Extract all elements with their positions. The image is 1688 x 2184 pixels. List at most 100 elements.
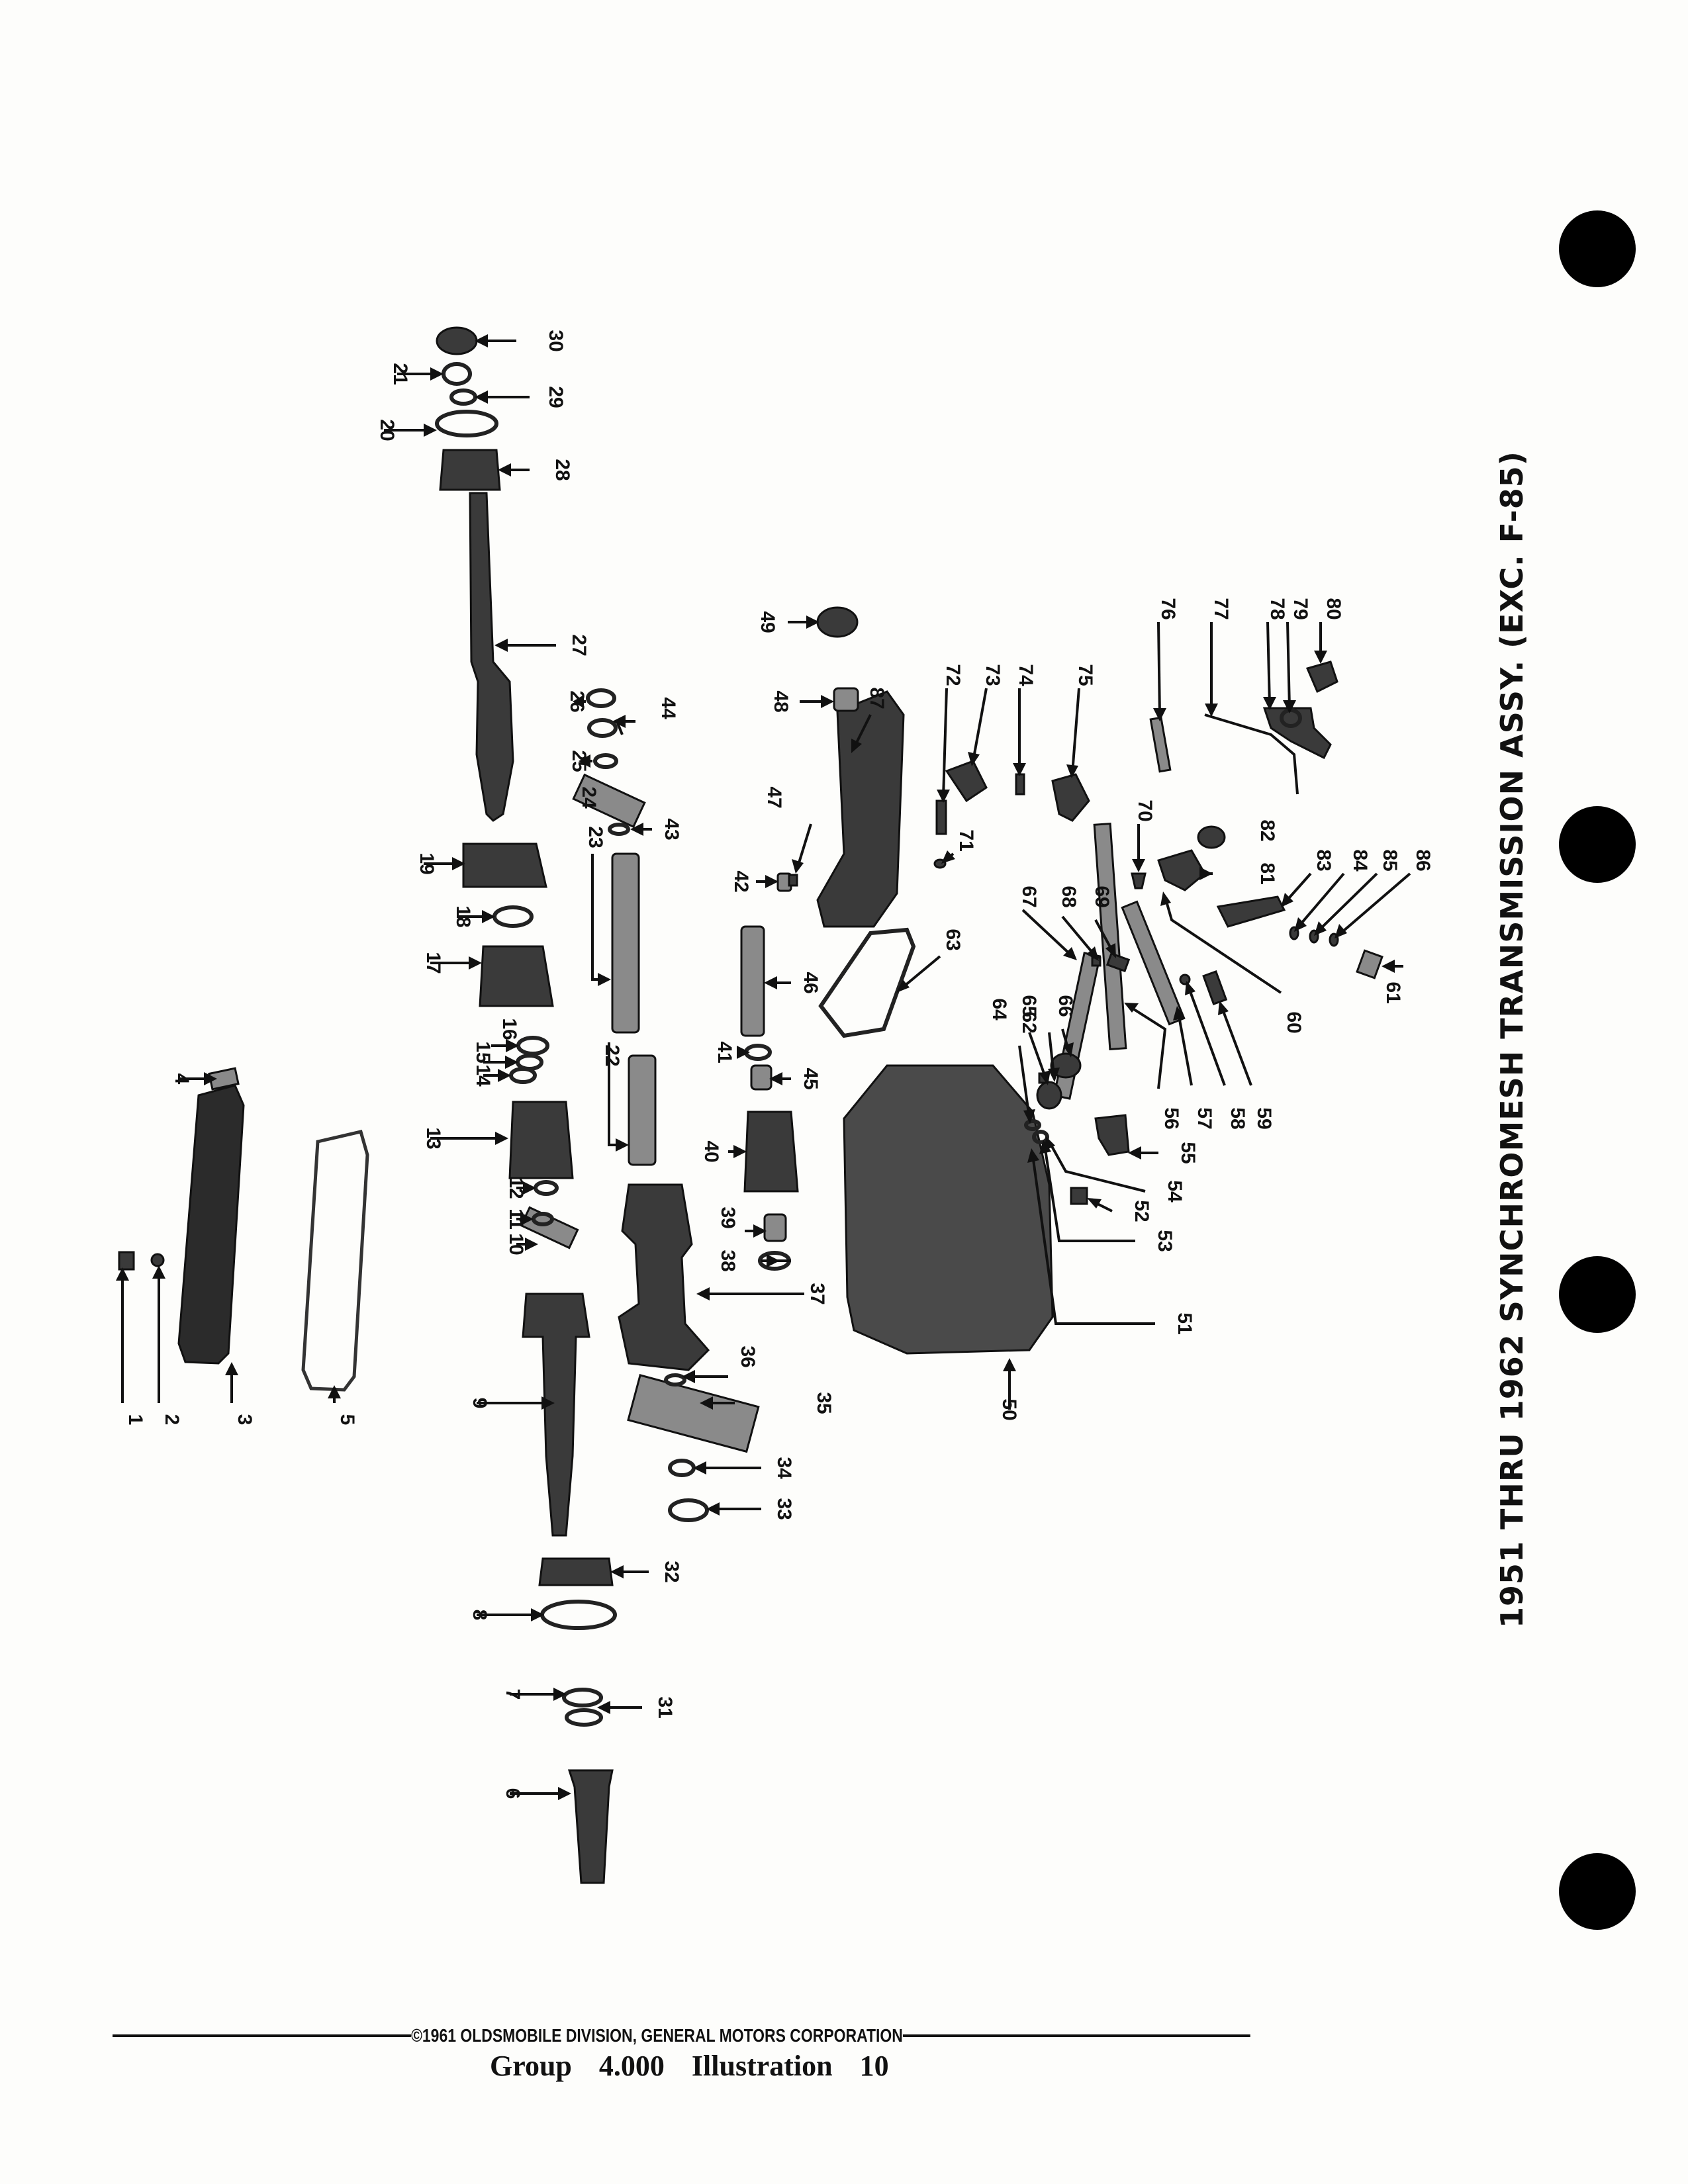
group-illustration-line: Group 4.000 Illustration 10	[490, 2049, 1364, 2083]
callout-24: 24	[578, 786, 600, 809]
binder-hole-4	[1559, 1853, 1636, 1930]
part-55	[1094, 1114, 1130, 1156]
callout-20: 20	[376, 419, 398, 441]
callout-14: 14	[472, 1064, 494, 1087]
binder-hole-3	[1559, 1256, 1636, 1333]
rear-extension-housing-part	[816, 690, 905, 928]
callout-82: 82	[1256, 819, 1278, 841]
callout-40: 40	[700, 1140, 722, 1162]
part-72	[935, 799, 947, 835]
group-label: Group	[490, 2050, 572, 2082]
part-80	[1305, 660, 1338, 694]
callout-53: 53	[1154, 1230, 1176, 1251]
part-77	[1204, 713, 1299, 795]
part-16	[516, 1036, 549, 1056]
part-62	[1024, 1119, 1041, 1131]
callout-21: 21	[389, 363, 411, 385]
callout-4: 4	[171, 1073, 193, 1085]
part-82	[1197, 825, 1226, 849]
callout-28: 28	[551, 459, 573, 480]
callout-73: 73	[982, 664, 1004, 686]
callout-12: 12	[505, 1177, 527, 1199]
callout-25: 25	[568, 750, 590, 772]
callout-46: 46	[800, 972, 821, 993]
part-59	[1202, 970, 1228, 1005]
callout-26: 26	[566, 690, 588, 712]
part-6	[567, 1769, 614, 1884]
part-20	[435, 410, 498, 437]
illustration-number: 10	[859, 2050, 889, 2082]
binder-hole-1	[1559, 210, 1636, 287]
callout-56: 56	[1160, 1107, 1182, 1129]
part-22	[628, 1054, 657, 1166]
part-48	[833, 687, 859, 712]
part-7	[562, 1688, 603, 1707]
transmission-case-part	[843, 1064, 1054, 1355]
callout-71: 71	[955, 829, 977, 851]
callout-61: 61	[1382, 981, 1404, 1003]
part-40	[743, 1111, 799, 1193]
callout-15: 15	[472, 1041, 494, 1063]
part-75	[1051, 773, 1090, 822]
callout-47: 47	[763, 786, 785, 808]
part-49	[816, 606, 859, 638]
part-30	[436, 326, 478, 355]
part-31	[565, 1708, 603, 1727]
callout-52: 52	[1131, 1200, 1152, 1222]
callout-2: 2	[161, 1414, 183, 1426]
part-23	[611, 852, 640, 1034]
callout-3: 3	[234, 1414, 256, 1426]
callout-49: 49	[757, 611, 778, 633]
part-8	[540, 1600, 617, 1630]
part-45	[750, 1064, 773, 1091]
part-61	[1356, 949, 1383, 979]
callout-42: 42	[730, 870, 752, 892]
illustration-label: Illustration	[691, 2050, 833, 2082]
callout-66: 66	[1055, 995, 1076, 1017]
part-13	[508, 1101, 574, 1179]
callout-60: 60	[1283, 1011, 1305, 1033]
part-26	[586, 688, 616, 708]
part-56	[1093, 822, 1127, 1051]
part-2	[150, 1253, 165, 1267]
callout-58: 58	[1227, 1107, 1248, 1129]
main-drive-gear-part	[522, 1293, 590, 1537]
footer-rule-left	[113, 2034, 411, 2037]
callout-50: 50	[998, 1398, 1020, 1420]
part-52	[1070, 1187, 1088, 1205]
main-shaft-part	[469, 492, 514, 822]
part-53	[1032, 1130, 1049, 1144]
part-73	[945, 760, 988, 803]
callout-84: 84	[1349, 849, 1371, 872]
callout-36: 36	[737, 1345, 759, 1367]
part-44	[587, 718, 618, 738]
part-33	[668, 1498, 709, 1522]
page-title: 1951 THRU 1962 SYNCHROMESH TRANSMISSION …	[1494, 451, 1530, 1628]
callout-85: 85	[1379, 849, 1401, 871]
callout-79: 79	[1289, 598, 1311, 619]
part-69	[1105, 952, 1131, 973]
callout-65: 65	[1018, 995, 1040, 1017]
callout-83: 83	[1313, 849, 1335, 871]
callout-68: 68	[1058, 886, 1080, 907]
part-70	[1131, 872, 1147, 889]
part-shapes	[118, 326, 1383, 1884]
countershaft-gear-part	[618, 1183, 710, 1371]
callout-67: 67	[1018, 886, 1040, 907]
part-58	[1179, 974, 1191, 985]
part-21	[442, 362, 472, 386]
part-83	[1216, 895, 1286, 928]
callout-76: 76	[1157, 598, 1179, 619]
callout-10: 10	[505, 1233, 527, 1255]
callout-64: 64	[988, 998, 1010, 1021]
callout-22: 22	[601, 1044, 623, 1066]
callout-77: 77	[1210, 598, 1232, 619]
copyright-line: ©1961 OLDSMOBILE DIVISION, GENERAL MOTOR…	[113, 2025, 1361, 2046]
callout-18: 18	[452, 905, 474, 927]
callout-81: 81	[1256, 862, 1278, 884]
callout-17: 17	[422, 952, 444, 974]
part-43	[608, 823, 630, 836]
callout-11: 11	[505, 1208, 527, 1230]
part-24	[572, 773, 646, 829]
